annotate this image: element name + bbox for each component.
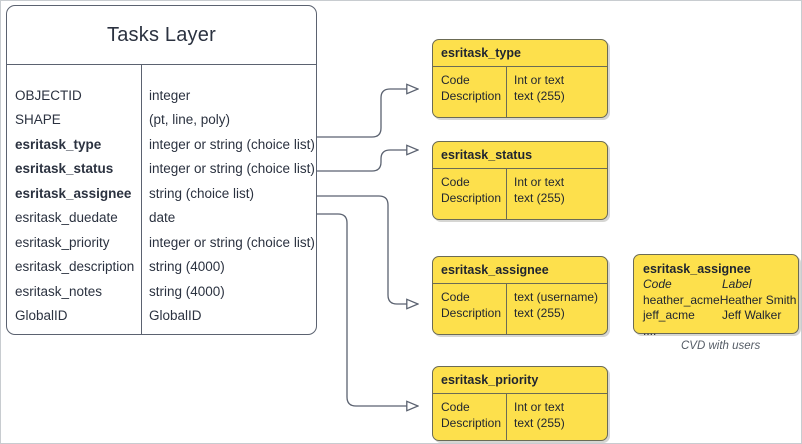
connector-type bbox=[317, 89, 418, 138]
field-name: SHAPE bbox=[15, 112, 61, 128]
tasks-layer-entity: Tasks Layer OBJECTID integer SHAPE (pt, … bbox=[6, 5, 317, 335]
domain-label: Description bbox=[441, 88, 502, 103]
cvd-sample-box: esritask_assignee Code Label heather_acm… bbox=[633, 254, 799, 338]
field-type: (pt, line, poly) bbox=[149, 112, 231, 128]
domain-value: text (username) bbox=[514, 290, 599, 304]
field-name: esritask_notes bbox=[15, 283, 103, 299]
cvd-label bbox=[722, 324, 789, 340]
field-name: OBJECTID bbox=[15, 87, 82, 103]
field-name: esritask_status bbox=[15, 161, 114, 177]
domain-left-labels: Code Description bbox=[433, 400, 506, 440]
field-name: esritask_type bbox=[15, 136, 102, 152]
domain-column-divider bbox=[506, 66, 507, 117]
field-type: string (4000) bbox=[149, 283, 225, 299]
domain-title: esritask_type bbox=[441, 46, 521, 60]
domain-label: Code bbox=[441, 175, 470, 189]
table-row: esritask_assignee string (choice list) bbox=[7, 181, 316, 206]
cvd-code: heather_acme bbox=[643, 292, 720, 307]
table-row: GlobalID GlobalID bbox=[7, 304, 316, 329]
field-type: integer bbox=[149, 87, 191, 103]
field-type: string (choice list) bbox=[149, 185, 255, 201]
domain-label: Code bbox=[441, 400, 470, 414]
domain-label: Code bbox=[441, 73, 470, 87]
field-type: integer or string (choice list) bbox=[149, 136, 315, 152]
cvd-code: .... bbox=[643, 323, 657, 338]
domain-title: esritask_assignee bbox=[441, 263, 549, 277]
domain-box-esritask-priority: esritask_priority Code Description Int o… bbox=[432, 366, 608, 441]
field-type: integer or string (choice list) bbox=[149, 234, 315, 250]
page-title: Tasks Layer bbox=[107, 24, 216, 46]
table-row: esritask_status integer or string (choic… bbox=[7, 157, 316, 182]
domain-value: Int or text bbox=[514, 175, 565, 189]
domain-label: Description bbox=[441, 190, 502, 205]
domain-value: text (255) bbox=[514, 415, 565, 430]
list-item: .... bbox=[643, 324, 789, 340]
cvd-label: Jeff Walker bbox=[722, 308, 782, 322]
domain-title: esritask_status bbox=[441, 148, 533, 162]
domain-header-divider bbox=[433, 393, 607, 394]
table-row: esritask_priority integer or string (cho… bbox=[7, 230, 316, 255]
domain-right-labels: text (username) text (255) bbox=[506, 290, 607, 334]
field-name: esritask_priority bbox=[15, 234, 110, 250]
domain-right-labels: Int or text text (255) bbox=[506, 400, 607, 440]
domain-column-divider bbox=[506, 168, 507, 219]
field-name: esritask_assignee bbox=[15, 185, 132, 201]
domain-label: Description bbox=[441, 415, 502, 430]
cvd-header-code: Code bbox=[643, 277, 672, 291]
domain-left-labels: Code Description bbox=[433, 73, 506, 117]
cvd-header-label: Label bbox=[722, 277, 752, 291]
cvd-code: jeff_acme bbox=[643, 308, 695, 322]
domain-value: Int or text bbox=[514, 73, 565, 87]
domain-value: text (255) bbox=[514, 305, 565, 320]
domain-box-esritask-status: esritask_status Code Description Int or … bbox=[432, 141, 608, 220]
field-name: esritask_description bbox=[15, 259, 135, 275]
connector-assignee bbox=[317, 195, 418, 304]
domain-header-divider bbox=[433, 168, 607, 169]
table-row: SHAPE (pt, line, poly) bbox=[7, 108, 316, 133]
domain-body: Code Description Int or text text (255) bbox=[433, 168, 607, 219]
domain-title: esritask_priority bbox=[441, 373, 539, 387]
domain-header-divider bbox=[433, 66, 607, 67]
cvd-label: Heather Smith bbox=[719, 292, 797, 307]
field-type: date bbox=[149, 210, 176, 226]
entity-column-divider bbox=[141, 64, 142, 335]
entity-field-list: OBJECTID integer SHAPE (pt, line, poly) … bbox=[7, 64, 316, 334]
domain-value: text (255) bbox=[514, 190, 565, 205]
domain-right-labels: Int or text text (255) bbox=[506, 73, 607, 117]
domain-left-labels: Code Description bbox=[433, 175, 506, 219]
table-row: esritask_notes string (4000) bbox=[7, 279, 316, 304]
domain-label: Description bbox=[441, 305, 502, 320]
cvd-title: esritask_assignee bbox=[643, 262, 751, 276]
connector-priority bbox=[317, 213, 418, 406]
table-row: esritask_description string (4000) bbox=[7, 255, 316, 280]
domain-body: Code Description Int or text text (255) bbox=[433, 66, 607, 117]
field-name: esritask_duedate bbox=[15, 210, 118, 226]
domain-value: text (255) bbox=[514, 88, 565, 103]
domain-left-labels: Code Description bbox=[433, 290, 506, 334]
domain-column-divider bbox=[506, 393, 507, 440]
table-row: esritask_duedate date bbox=[7, 206, 316, 231]
field-type: string (4000) bbox=[149, 259, 225, 275]
domain-header-divider bbox=[433, 283, 607, 284]
domain-box-esritask-type: esritask_type Code Description Int or te… bbox=[432, 39, 608, 118]
field-type: integer or string (choice list) bbox=[149, 161, 315, 177]
cvd-caption: CVD with users bbox=[681, 340, 761, 352]
connector-status bbox=[317, 150, 418, 172]
domain-value: Int or text bbox=[514, 400, 565, 414]
domain-label: Code bbox=[441, 290, 470, 304]
domain-box-esritask-assignee: esritask_assignee Code Description text … bbox=[432, 256, 608, 335]
field-type: GlobalID bbox=[149, 308, 202, 324]
cvd-header-row: Code Label bbox=[643, 277, 789, 293]
domain-column-divider bbox=[506, 283, 507, 334]
list-item: heather_acme Heather Smith bbox=[643, 292, 796, 309]
list-item: jeff_acme Jeff Walker bbox=[643, 308, 789, 324]
entity-header-divider bbox=[7, 64, 316, 65]
domain-right-labels: Int or text text (255) bbox=[506, 175, 607, 219]
domain-body: Code Description text (username) text (2… bbox=[433, 283, 607, 334]
field-name: GlobalID bbox=[15, 308, 68, 324]
domain-body: Code Description Int or text text (255) bbox=[433, 393, 607, 440]
table-row: OBJECTID integer bbox=[7, 83, 316, 108]
table-row: esritask_type integer or string (choice … bbox=[7, 132, 316, 157]
